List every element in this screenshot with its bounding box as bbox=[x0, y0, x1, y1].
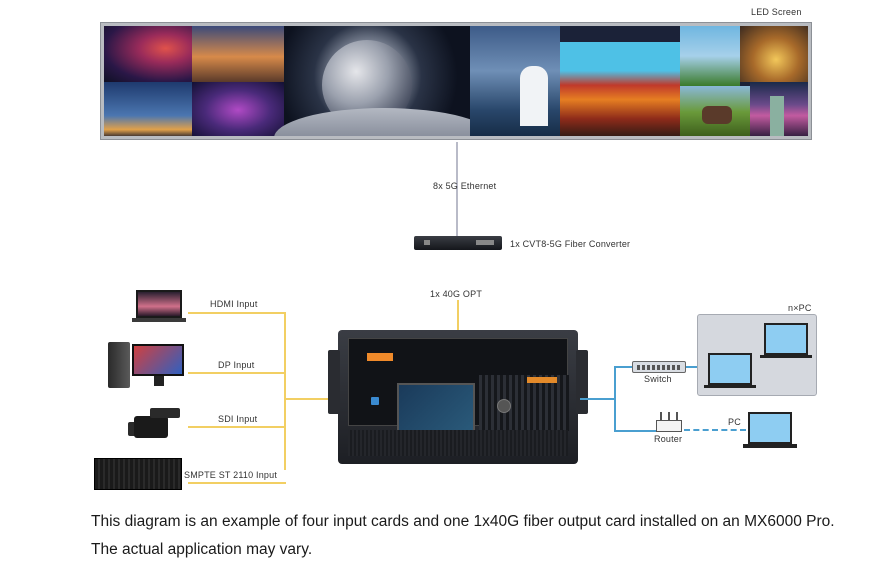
pc-monitor-1 bbox=[760, 323, 812, 358]
device-to-network-line bbox=[580, 398, 616, 400]
converter-label: 1x CVT8-5G Fiber Converter bbox=[510, 239, 631, 249]
switch-label: Switch bbox=[644, 374, 672, 384]
router-to-pc-dashed-line bbox=[684, 429, 746, 431]
opt-label: 1x 40G OPT bbox=[430, 289, 483, 299]
brand-logo bbox=[367, 353, 393, 361]
network-switch-icon bbox=[632, 361, 686, 373]
dp-line bbox=[188, 372, 286, 374]
ethernet-connection-line bbox=[456, 142, 458, 236]
laptop-icon bbox=[132, 290, 186, 322]
led-tile-church bbox=[470, 26, 560, 136]
sdi-line bbox=[188, 426, 286, 428]
dp-input-label: DP Input bbox=[218, 360, 255, 370]
router-label: Router bbox=[654, 434, 683, 444]
led-tile-statue bbox=[750, 82, 808, 136]
hdmi-input-label: HDMI Input bbox=[210, 299, 258, 309]
input-bus-vertical bbox=[284, 312, 286, 470]
led-tile-planet bbox=[274, 26, 494, 136]
led-tile-pavilion bbox=[560, 42, 680, 136]
diagram-caption: This diagram is an example of four input… bbox=[91, 513, 835, 558]
pc-label: PC bbox=[728, 417, 741, 427]
smpte-line bbox=[188, 482, 286, 484]
led-tile-galaxy bbox=[192, 82, 284, 136]
led-screen-label: LED Screen bbox=[751, 7, 802, 17]
router-icon bbox=[656, 412, 682, 432]
camera-icon bbox=[128, 408, 182, 444]
hdmi-line bbox=[188, 312, 286, 314]
led-tile-cow bbox=[680, 86, 750, 136]
led-tile-lake bbox=[104, 82, 192, 136]
sdi-input-label: SDI Input bbox=[218, 414, 258, 424]
led-screen bbox=[100, 22, 812, 140]
smpte-input-label: SMPTE ST 2110 Input bbox=[184, 470, 278, 480]
led-tile-sunrise bbox=[740, 26, 808, 82]
pc-laptop-icon bbox=[743, 412, 797, 448]
led-tile-nebula bbox=[104, 26, 192, 82]
fiber-converter bbox=[414, 236, 502, 250]
device-knob bbox=[497, 399, 511, 413]
smpte-server-icon bbox=[94, 458, 182, 490]
opt-connection-line bbox=[457, 300, 459, 332]
ethernet-label: 8x 5G Ethernet bbox=[433, 181, 497, 191]
led-tile-mountains bbox=[680, 26, 740, 86]
pc-group bbox=[697, 314, 817, 396]
led-tile-sunset bbox=[192, 26, 284, 82]
led-screen-content bbox=[104, 26, 808, 136]
input-to-device-line bbox=[284, 398, 340, 400]
switch-to-pc-line bbox=[686, 366, 700, 368]
device-touchscreen bbox=[397, 383, 475, 433]
pc-monitor-2 bbox=[704, 353, 756, 388]
mx6000-pro-controller bbox=[328, 330, 588, 464]
network-bus-vertical bbox=[614, 366, 616, 432]
npc-label: n×PC bbox=[788, 303, 812, 313]
router-line bbox=[614, 430, 658, 432]
switch-line bbox=[614, 366, 634, 368]
desktop-pc-icon bbox=[108, 342, 186, 388]
